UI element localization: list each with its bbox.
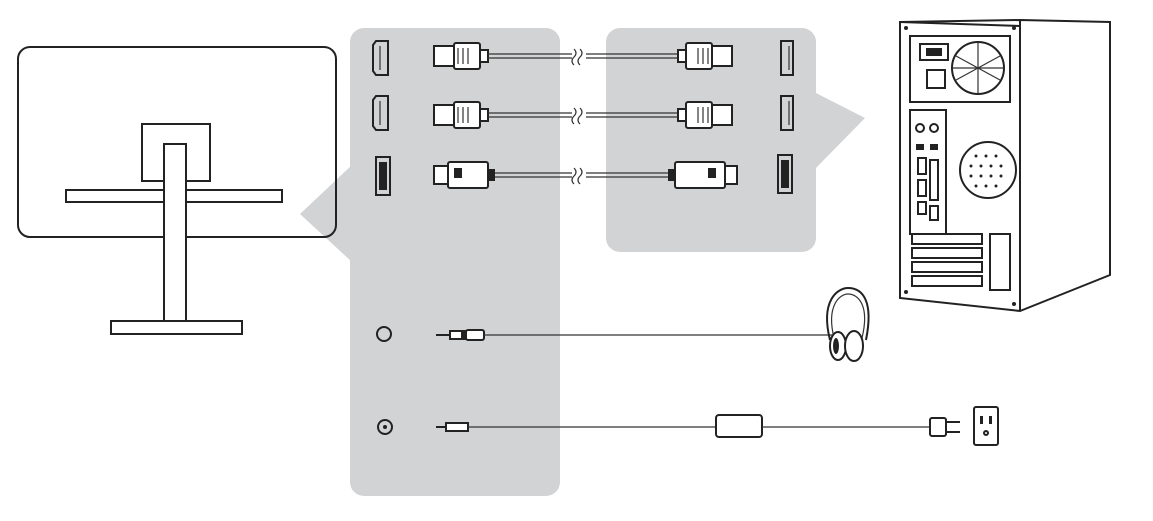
pc-port-panel	[606, 28, 865, 252]
power-cable-icon	[436, 422, 716, 432]
wall-outlet-icon	[973, 406, 999, 446]
monitor-dc-power-in-port-icon	[377, 419, 393, 435]
monitor-hdmi-port-1-icon	[372, 40, 389, 76]
pc-displayport-port-icon	[777, 154, 793, 194]
audio-cable-icon	[436, 329, 834, 341]
monitor-audio-out-port-icon	[376, 326, 392, 342]
desktop-pc-tower-icon	[899, 18, 1111, 313]
hdmi-cable-1-icon	[433, 42, 733, 70]
displayport-cable-icon	[433, 161, 738, 189]
monitor-port-panel	[300, 28, 560, 496]
power-adapter-icon	[715, 414, 960, 438]
hdmi-cable-2-icon	[433, 101, 733, 129]
monitor-back-icon	[17, 46, 337, 335]
headphones-icon	[826, 286, 870, 362]
pc-hdmi-port-2-icon	[780, 95, 794, 131]
monitor-hdmi-port-2-icon	[372, 95, 389, 131]
pc-hdmi-port-1-icon	[780, 40, 794, 76]
monitor-displayport-port-icon	[375, 156, 391, 196]
